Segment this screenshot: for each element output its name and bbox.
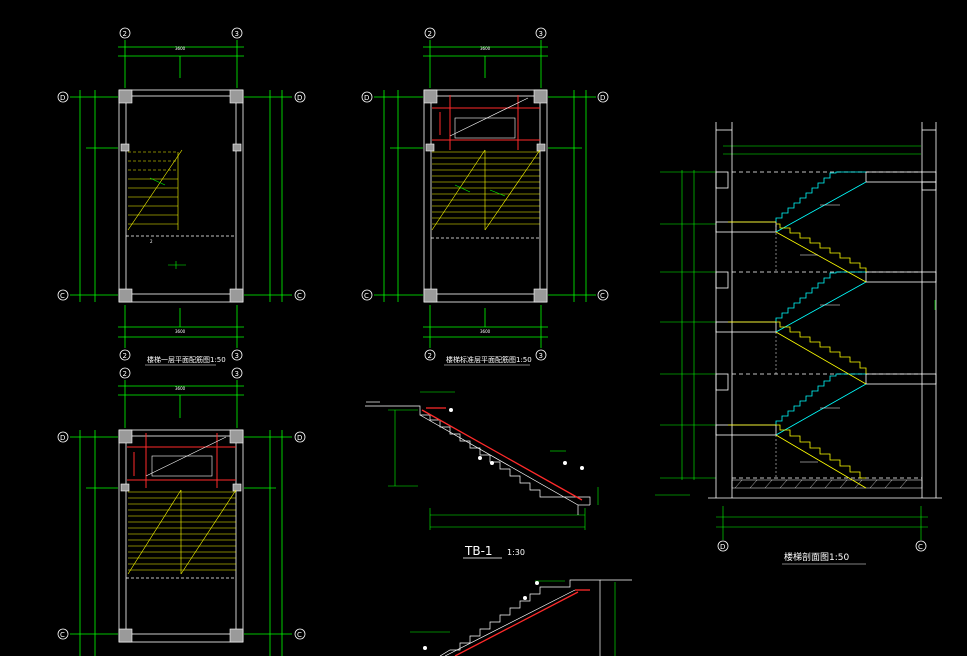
axis-label: C <box>600 292 605 300</box>
axis-label: 2 <box>123 30 127 38</box>
svg-text:3600: 3600 <box>480 46 491 51</box>
drawing-scale: 1:30 <box>507 548 525 557</box>
axis-label: D <box>364 94 369 102</box>
axis-label: 3 <box>539 352 543 360</box>
svg-text:3600: 3600 <box>175 386 186 391</box>
svg-text:3600: 3600 <box>175 46 186 51</box>
axis-label: D <box>60 94 65 102</box>
axis-label: C <box>297 292 302 300</box>
axis-label: 3 <box>235 352 239 360</box>
plan-top-floor: 3600 2 3 D D C C <box>57 367 306 656</box>
plan-ground-floor: 3600 3600 2 2 3 2 3 D D C C 楼梯一层平面配筋图1:5… <box>57 27 306 366</box>
drawing-title: 楼梯标准层平面配筋图1:50 <box>446 355 532 364</box>
axis-label: D <box>297 94 302 102</box>
tb1-stair-detail: TB-1 1:30 <box>365 391 599 559</box>
svg-text:3600: 3600 <box>480 329 491 334</box>
drawing-title: TB-1 <box>464 544 493 558</box>
axis-label: 2 <box>123 370 127 378</box>
axis-label: 3 <box>235 30 239 38</box>
axis-label: D <box>297 434 302 442</box>
plan-typical-floor: 3600 3600 2 3 2 3 D D C C 楼梯标准层平面配筋图1:50 <box>361 27 609 366</box>
drawing-title: 楼梯剖面图1:50 <box>784 551 849 563</box>
axis-label: D <box>720 543 725 551</box>
axis-label: C <box>297 631 302 639</box>
axis-label: C <box>918 543 923 551</box>
axis-label: C <box>60 292 65 300</box>
axis-label: D <box>60 434 65 442</box>
svg-text:2: 2 <box>150 239 153 244</box>
axis-label: 2 <box>428 30 432 38</box>
stair-section: D C 楼梯剖面图1:50 <box>655 122 942 565</box>
drawing-title: 楼梯一层平面配筋图1:50 <box>147 355 226 364</box>
axis-label: 2 <box>428 352 432 360</box>
axis-label: 3 <box>235 370 239 378</box>
axis-label: D <box>600 94 605 102</box>
svg-text:3600: 3600 <box>175 329 186 334</box>
tb2-stair-detail-partial <box>410 579 632 656</box>
axis-label: C <box>60 631 65 639</box>
axis-label: 3 <box>539 30 543 38</box>
axis-label: 2 <box>123 352 127 360</box>
axis-label: C <box>364 292 369 300</box>
